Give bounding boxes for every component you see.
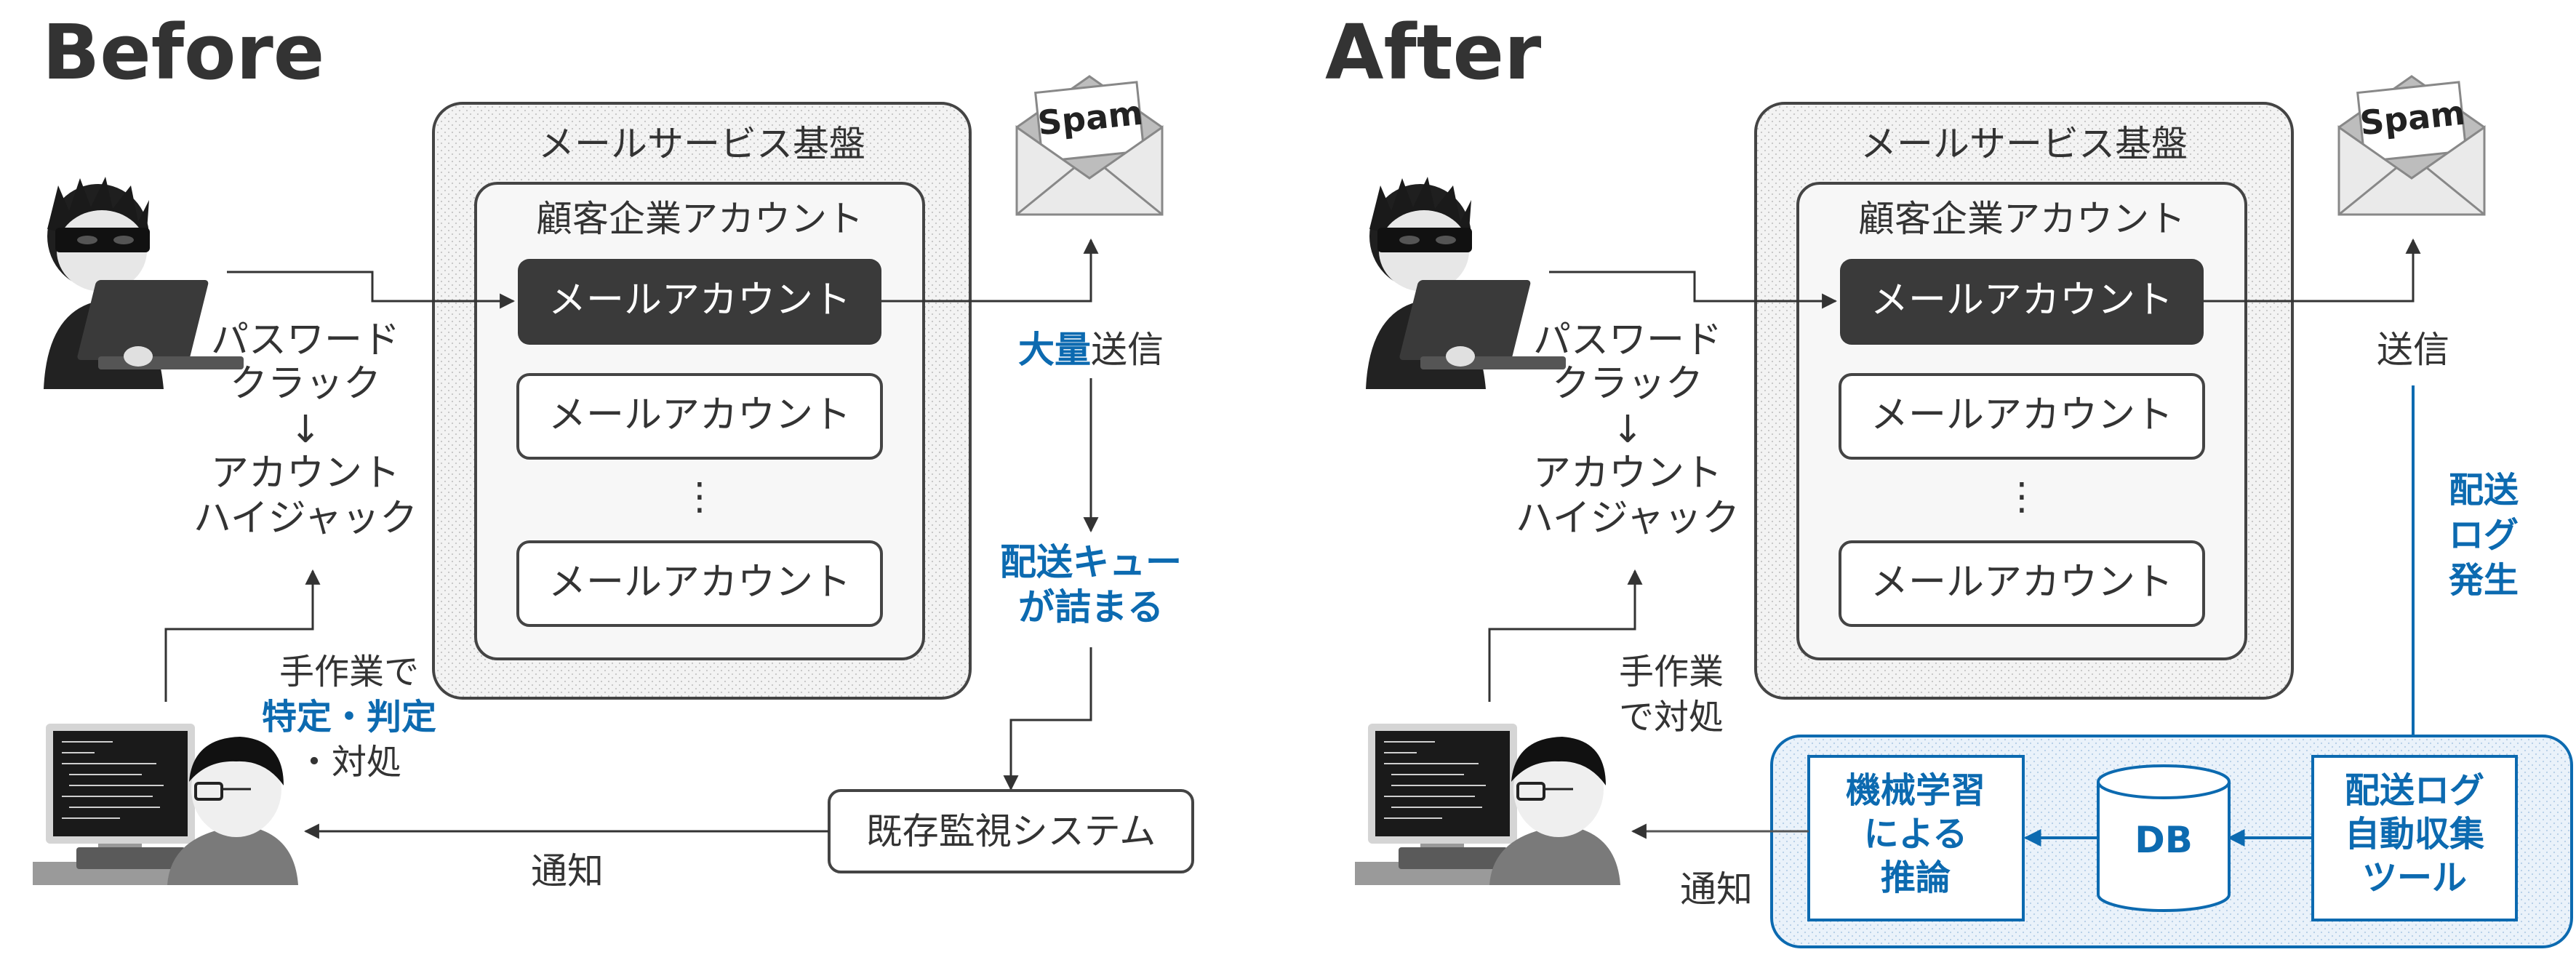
svg-text:↓: ↓	[1612, 408, 1644, 452]
svg-text:配送キュー: 配送キュー	[1000, 541, 1182, 583]
svg-text:パスワード: パスワード	[1533, 319, 1722, 362]
svg-text:が詰まる: が詰まる	[1018, 586, 1164, 628]
after-compromised-account: メールアカウント	[1840, 259, 2204, 345]
svg-text:発生: 発生	[2449, 560, 2519, 601]
before-attack-label: パスワード クラック ↓ アカウント ハイジャック	[193, 319, 417, 540]
svg-text:特定・判定: 特定・判定	[262, 697, 436, 737]
after-account-3-label: メールアカウント	[1871, 561, 2173, 604]
before-send-label: 大量送信	[1018, 329, 1164, 371]
svg-text:アカウント: アカウント	[1533, 452, 1722, 495]
svg-text:クラック: クラック	[230, 362, 381, 406]
svg-text:↓: ↓	[289, 408, 321, 452]
after-attack-label: パスワード クラック ↓ アカウント ハイジャック	[1516, 319, 1740, 540]
before-monitor-system-box: 既存監視システム	[828, 789, 1194, 873]
after-account-3: メールアカウント	[1839, 540, 2205, 627]
after-db-cylinder: DB	[2097, 764, 2231, 912]
after-notify-label: 通知	[1680, 868, 1753, 911]
before-manual-label: 手作業で 特定・判定 ・対処	[262, 652, 436, 783]
svg-text:配送: 配送	[2449, 470, 2519, 511]
svg-text:手作業: 手作業	[1619, 652, 1724, 692]
svg-text:ツール: ツール	[2362, 857, 2467, 898]
svg-text:推論: 推論	[1881, 857, 1951, 898]
before-manual-action-arrow	[164, 569, 321, 702]
after-platform-label: メールサービス基盤	[1860, 123, 2188, 165]
svg-text:ハイジャック: ハイジャック	[193, 497, 417, 540]
svg-text:による: による	[1864, 814, 1968, 855]
before-send-arrow	[881, 238, 1099, 303]
after-title: After	[1325, 8, 1541, 97]
before-notify-label: 通知	[531, 850, 604, 892]
after-account-2-label: メールアカウント	[1871, 393, 2173, 437]
before-corporate-label: 顧客企業アカウント	[536, 198, 863, 240]
svg-text:・対処: ・対処	[297, 742, 401, 783]
after-admin-icon	[1353, 722, 1622, 887]
before-title: Before	[42, 8, 324, 97]
svg-text:アカウント: アカウント	[211, 452, 400, 495]
svg-text:ハイジャック: ハイジャック	[1516, 497, 1740, 540]
before-account-3-label: メールアカウント	[548, 561, 851, 604]
before-panel: Before メールサービス基盤 顧客企業アカウント メールアカウント メールア…	[31, 8, 1194, 892]
before-account-3: メールアカウント	[516, 540, 883, 627]
after-send-label: 送信	[2377, 329, 2449, 371]
after-account-2: メールアカウント	[1839, 373, 2205, 460]
before-platform-label: メールサービス基盤	[538, 123, 865, 165]
svg-text:ログ: ログ	[2449, 515, 2519, 556]
after-manual-label: 手作業 で対処	[1619, 652, 1724, 737]
after-panel: After メールサービス基盤 顧客企業アカウント メールアカウント メールアカ…	[1325, 8, 2573, 948]
svg-text:パスワード: パスワード	[211, 319, 400, 362]
after-collector-box: 配送ログ 自動収集 ツール	[2311, 755, 2518, 921]
before-account-2-label: メールアカウント	[548, 393, 851, 437]
before-compromised-account-label: メールアカウント	[548, 279, 851, 322]
before-to-monitor-arrow	[1003, 647, 1092, 791]
after-log-label: 配送 ログ 発生	[2449, 470, 2519, 601]
after-corporate-label: 顧客企業アカウント	[1858, 198, 2185, 240]
after-ellipsis: ⋮	[2003, 475, 2041, 519]
svg-text:クラック: クラック	[1552, 362, 1703, 406]
before-admin-icon	[31, 722, 300, 887]
svg-text:で対処: で対処	[1619, 697, 1724, 737]
svg-text:自動収集: 自動収集	[2345, 814, 2484, 855]
before-compromised-account: メールアカウント	[518, 259, 881, 345]
after-manual-action-arrow	[1488, 569, 1643, 702]
after-ml-box: 機械学習 による 推論	[1807, 755, 2025, 921]
after-compromised-account-label: メールアカウント	[1871, 279, 2173, 322]
after-attack-arrow	[1549, 271, 1838, 309]
before-ellipsis: ⋮	[681, 475, 719, 519]
before-queue-label: 配送キュー が詰まる	[1000, 541, 1182, 628]
before-attack-arrow	[227, 271, 516, 309]
before-monitor-label: 既存監視システム	[866, 810, 1156, 852]
svg-text:手作業で: 手作業で	[279, 652, 419, 692]
after-db-label: DB	[2135, 819, 2193, 861]
after-send-arrow	[2204, 238, 2421, 303]
svg-text:機械学習: 機械学習	[1846, 770, 1985, 811]
before-account-2: メールアカウント	[516, 373, 883, 460]
svg-text:配送ログ: 配送ログ	[2345, 770, 2484, 811]
